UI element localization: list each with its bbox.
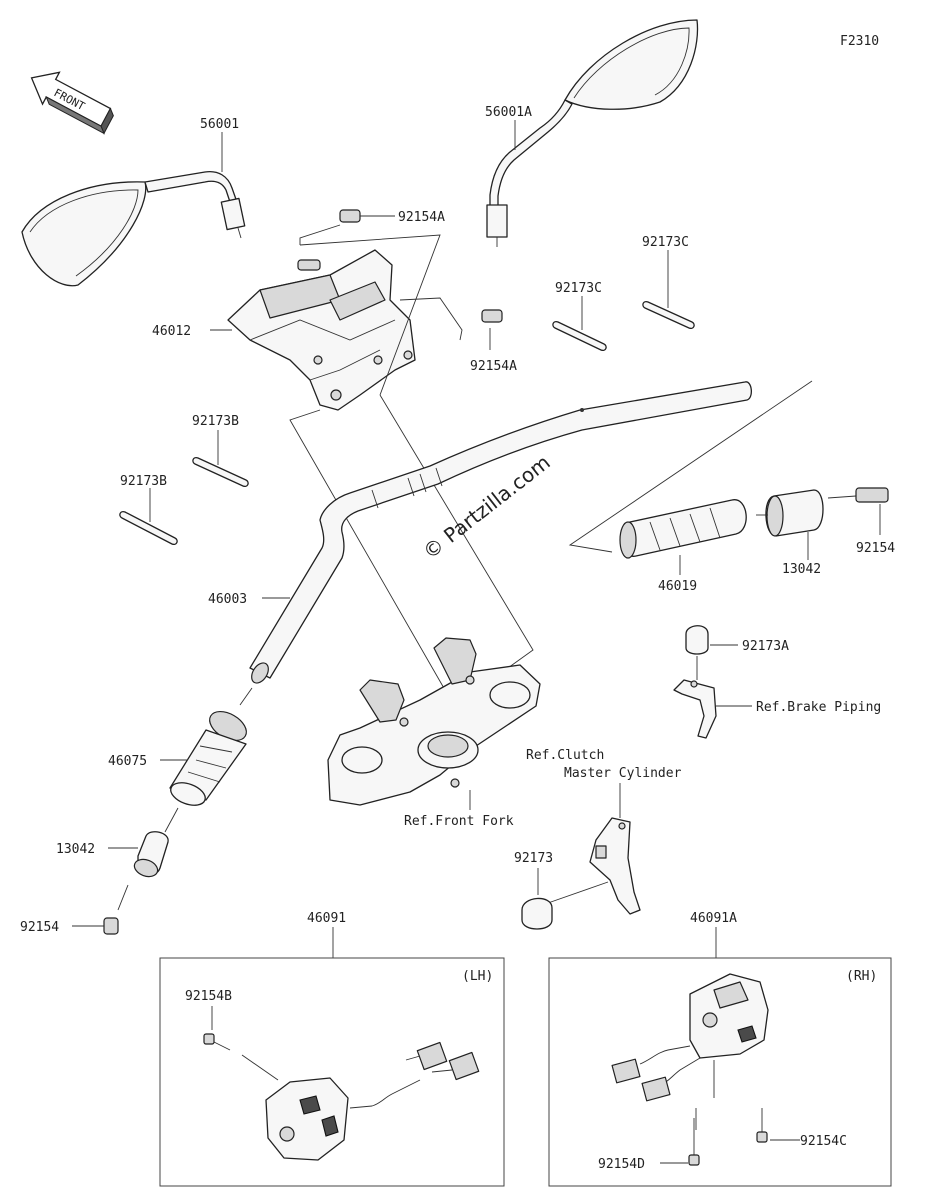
mirror-icon [486,19,699,247]
label-ref-clutch-1: Ref.Clutch [526,748,604,763]
label-92154a-mid: 92154A [470,359,517,374]
grip-icon [619,499,747,559]
connector-icon [405,1041,480,1081]
label-92173b-1: 92173B [192,414,239,429]
clip-icon [552,300,695,352]
bar-end-weight-icon [133,831,169,878]
label-92154-left: 92154 [20,920,59,935]
label-ref-front-fork: Ref.Front Fork [404,814,514,829]
label-92154b: 92154B [185,989,232,1004]
switch-housing-icon [265,1077,421,1161]
label-92154d: 92154D [598,1157,645,1172]
label-92173b-2: 92173B [120,474,167,489]
clip-icon [521,897,553,930]
bolt-icon [103,917,119,935]
label-13042-left: 13042 [56,842,95,857]
handlebar-icon [249,381,752,684]
label-46012: 46012 [152,324,191,339]
label-46075: 46075 [108,754,147,769]
lh-switch-box [159,957,505,1187]
label-92173a: 92173A [742,639,789,654]
label-92173: 92173 [514,851,553,866]
label-92154c: 92154C [800,1134,847,1149]
triple-clamp-icon [327,637,541,806]
lh-tag: (LH) [462,969,493,984]
label-56001: 56001 [200,117,239,132]
bolt-icon [688,1118,700,1166]
bolt-icon [481,309,503,323]
label-56001a: 56001A [485,105,532,120]
connector-icon [611,1058,671,1102]
label-46003: 46003 [208,592,247,607]
grip-icon [169,710,247,806]
clip-icon [119,456,249,546]
rh-switch-box [548,957,892,1187]
bracket-icon [673,679,717,739]
bar-end-weight-icon [765,489,824,537]
bolt-icon [827,487,889,503]
label-46091a: 46091A [690,911,737,926]
bolt-icon [339,209,395,223]
handlebar-holder-icon [227,249,416,411]
label-46019: 46019 [658,579,697,594]
figure-code: F2310 [840,34,879,49]
label-ref-brake: Ref.Brake Piping [756,700,881,715]
bolt-icon [203,1033,231,1051]
rh-tag: (RH) [846,969,877,984]
label-92173c-1: 92173C [555,281,602,296]
bolt-icon [756,1108,768,1143]
label-92154-right: 92154 [856,541,895,556]
label-13042-right: 13042 [782,562,821,577]
label-92154a-top: 92154A [398,210,445,225]
label-ref-clutch-2: Master Cylinder [564,766,682,781]
clip-icon [685,625,709,655]
bracket-icon [589,817,641,915]
front-arrow-icon: FRONT [30,71,114,135]
switch-housing-icon [639,973,769,1085]
label-46091: 46091 [307,911,346,926]
label-92173c-2: 92173C [642,235,689,250]
mirror-icon [21,170,246,287]
